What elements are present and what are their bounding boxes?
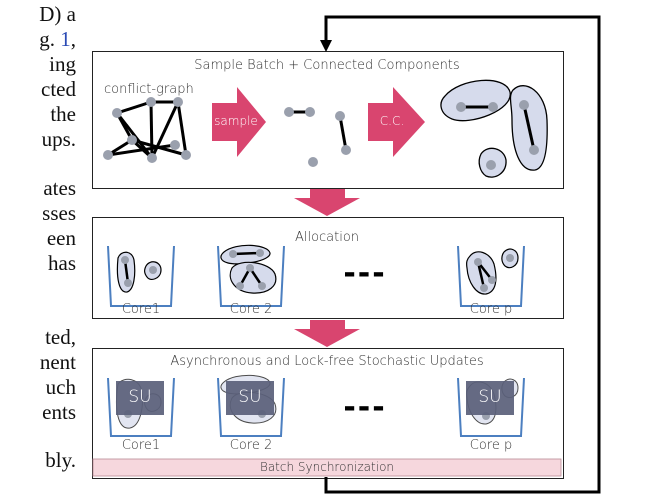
side-line: nent xyxy=(39,350,76,374)
stage3-ellipsis: --- xyxy=(343,390,387,425)
corep-jobs-alloc xyxy=(466,248,519,295)
su-label-core1: SU xyxy=(128,387,152,407)
stage2-core1-label: Core1 xyxy=(121,302,161,317)
stage2-corep-label: Core p xyxy=(469,302,513,317)
side-line: has xyxy=(48,251,76,275)
side-line: ted, xyxy=(45,325,76,349)
cc-arrow xyxy=(368,87,425,157)
conflict-graph-label: conflict-graph xyxy=(104,82,194,97)
stage2-title: Allocation xyxy=(294,230,360,245)
sample-arrow-label: sample xyxy=(214,114,258,128)
cc-arrow-label: C.C. xyxy=(379,114,405,128)
core2-jobs-alloc xyxy=(220,244,277,294)
side-line: sses xyxy=(42,201,76,225)
stage2-ellipsis: --- xyxy=(343,256,387,291)
su-label-corep: SU xyxy=(478,387,502,407)
side-line: ing xyxy=(49,52,76,76)
conflict-graph-nodes xyxy=(103,97,191,163)
batch-sync-label: Batch Synchronization xyxy=(259,460,395,474)
side-line: D) a xyxy=(39,2,76,26)
stage1-title: Sample Batch + Connected Components xyxy=(194,58,460,73)
stage3-core2-label: Core 2 xyxy=(229,438,273,453)
side-line: ents xyxy=(42,400,76,424)
side-line: g. 1, xyxy=(39,27,76,51)
figure-ref-link[interactable]: 1 xyxy=(60,27,71,51)
side-line: ates xyxy=(43,176,76,200)
core1-jobs-alloc xyxy=(116,251,162,293)
down-arrow-1 xyxy=(294,189,360,216)
stage3-title: Asynchronous and Lock-free Stochastic Up… xyxy=(170,354,484,369)
side-line: the xyxy=(50,102,76,126)
su-box-core1 xyxy=(116,381,164,415)
side-line: ups. xyxy=(41,127,76,151)
su-label-core2: SU xyxy=(238,387,262,407)
side-line: uch xyxy=(45,375,76,399)
side-line: bly. xyxy=(45,448,76,472)
stage2-core2-label: Core 2 xyxy=(229,302,273,317)
sample-arrow xyxy=(212,87,266,157)
stage2-buckets xyxy=(107,245,525,307)
feedback-loop-line xyxy=(320,15,601,494)
down-arrow-2 xyxy=(294,320,360,347)
stage3-corep-label: Core p xyxy=(469,438,513,453)
side-line: cted xyxy=(41,77,76,101)
side-line: een xyxy=(46,226,76,250)
stage3-buckets xyxy=(107,377,525,437)
batch-sync-bar xyxy=(92,458,562,477)
su-box-corep xyxy=(466,381,514,415)
su-box-core2 xyxy=(226,381,274,415)
stage3-core1-label: Core1 xyxy=(121,438,161,453)
